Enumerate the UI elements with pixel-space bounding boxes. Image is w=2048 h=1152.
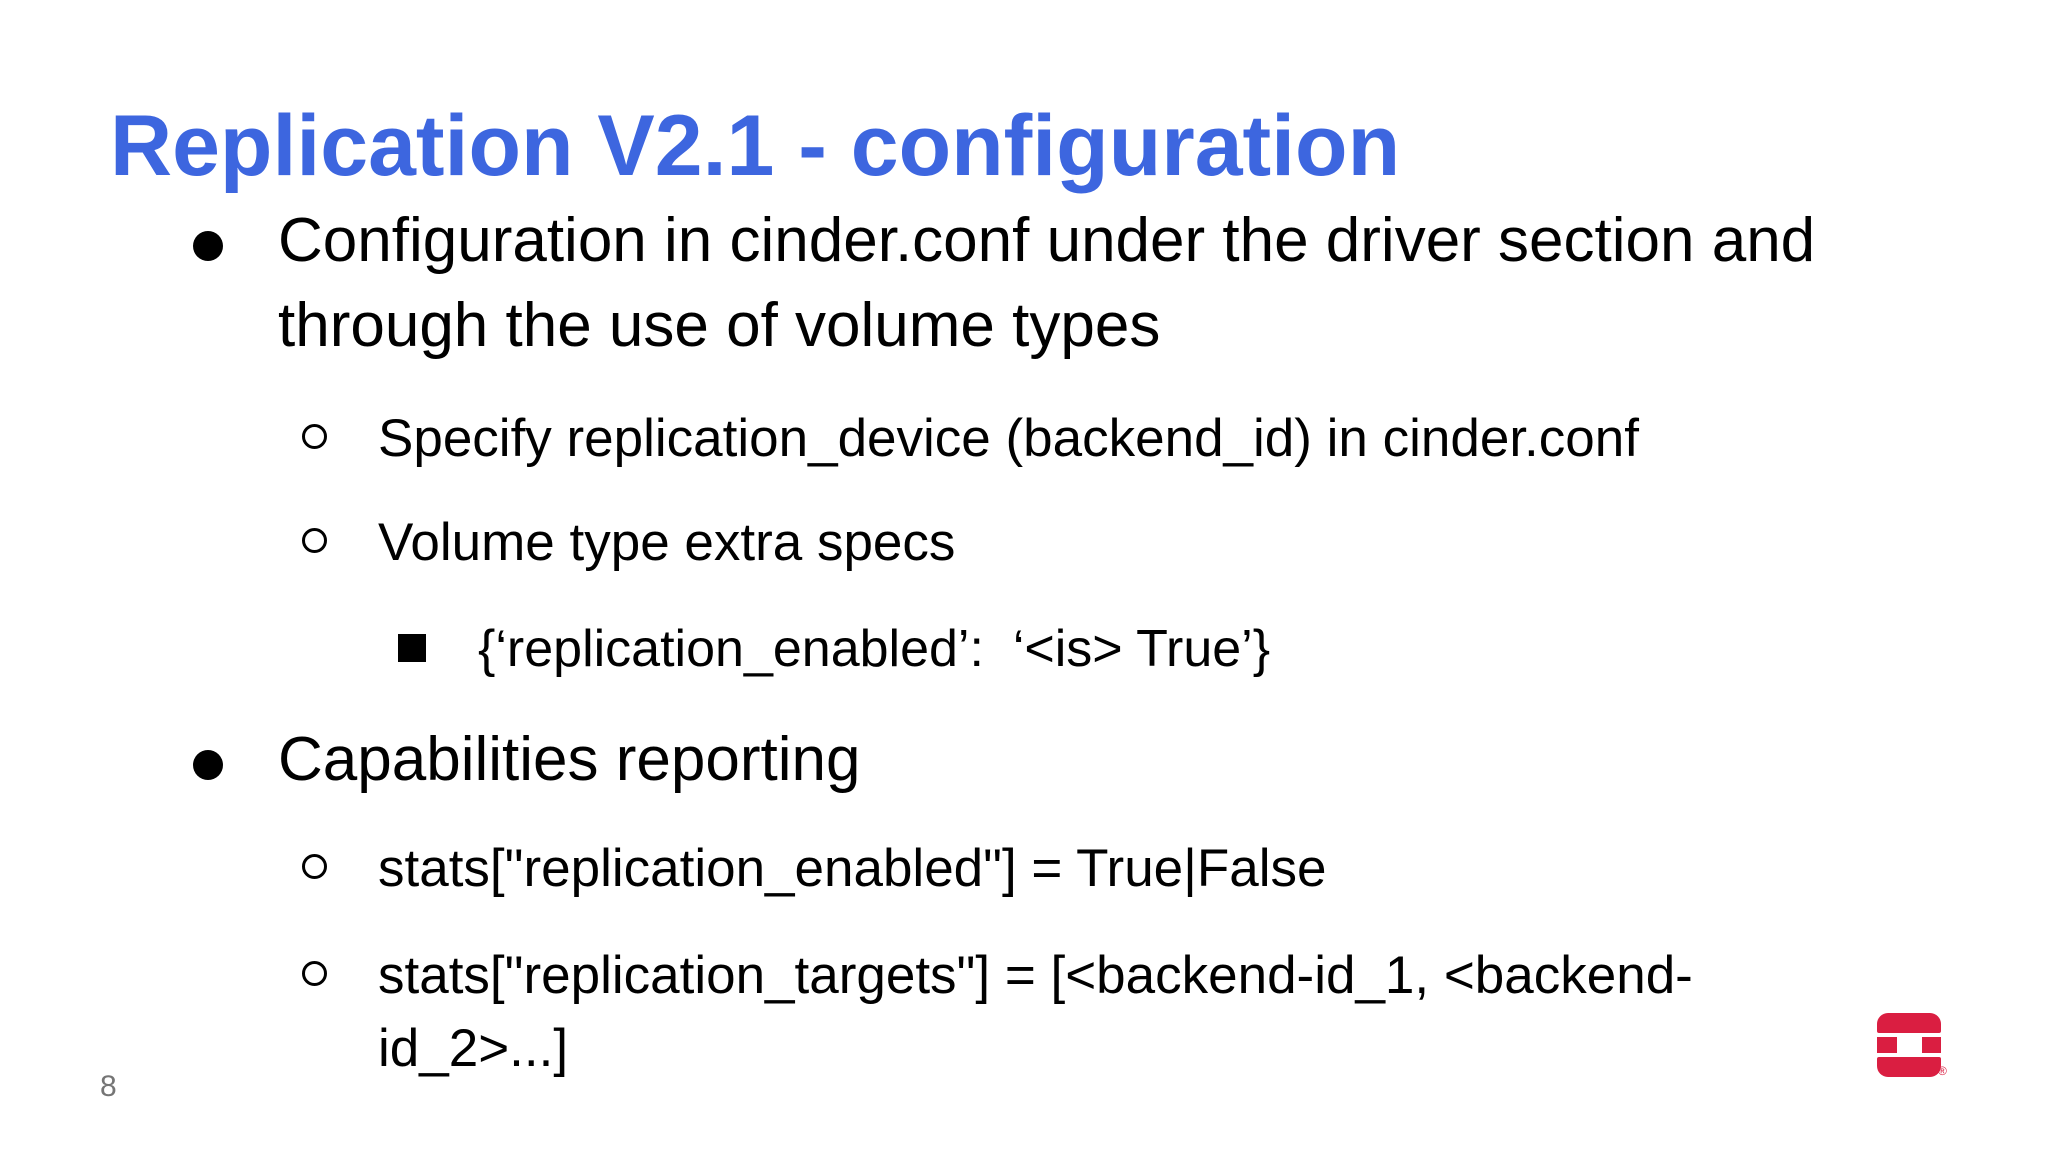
- bullet-circle-icon: [302, 528, 327, 553]
- registered-trademark: ®: [1938, 1064, 1947, 1078]
- bullet-text: stats["replication_targets"] = [<backend…: [378, 946, 1693, 1078]
- logo-band-middle-left: [1877, 1037, 1897, 1053]
- logo-band-top: [1877, 1013, 1941, 1033]
- logo-band-bottom: [1877, 1057, 1941, 1077]
- bullet-text: Capabilities reporting: [278, 725, 861, 794]
- bullet-text: Configuration in cinder.conf under the d…: [278, 206, 1833, 360]
- logo-band-middle-right: [1922, 1037, 1941, 1053]
- bullet-circle-icon: [302, 424, 327, 449]
- bullet-text: Specify replication_device (backend_id) …: [378, 409, 1639, 468]
- slide-title: Replication V2.1 - configuration: [110, 97, 1401, 194]
- bullet-dot-icon: [193, 231, 223, 261]
- page-number: 8: [100, 1070, 117, 1103]
- bullet-text: {‘replication_enabled’: ‘<is> True’}: [478, 620, 1271, 678]
- openstack-logo-icon: ®: [1877, 1013, 1947, 1077]
- bullet-text: Volume type extra specs: [378, 513, 956, 572]
- bullet-text: stats["replication_enabled"] = True|Fals…: [378, 839, 1327, 898]
- bullet-circle-icon: [302, 961, 327, 986]
- bullet-square-icon: [398, 634, 426, 662]
- bullet-dot-icon: [193, 750, 223, 780]
- bullet-circle-icon: [302, 854, 327, 879]
